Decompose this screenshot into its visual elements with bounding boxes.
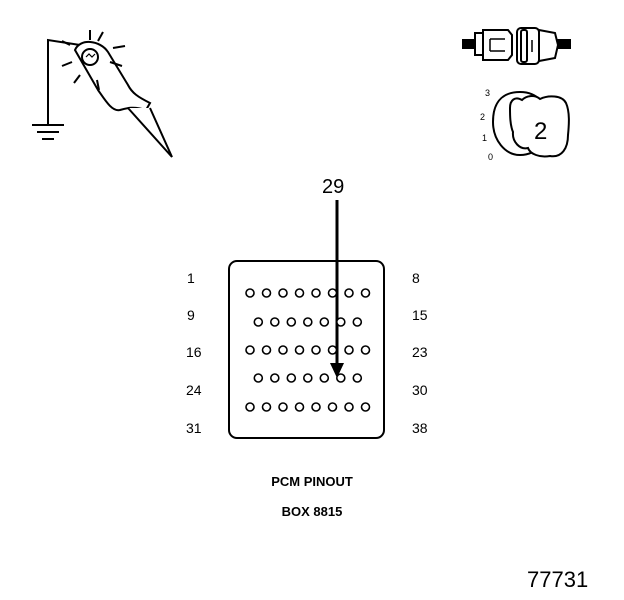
caption-title: PCM PINOUT bbox=[271, 474, 353, 489]
ignition-key-icon: 3 2 1 0 2 bbox=[480, 88, 570, 162]
pin-hole bbox=[311, 288, 321, 298]
pin-hole bbox=[261, 288, 272, 298]
callout-pin-number: 29 bbox=[322, 176, 344, 198]
pin-labels-left: 1 9 16 24 31 bbox=[186, 270, 202, 436]
pin-hole bbox=[269, 317, 280, 327]
pin-hole bbox=[253, 373, 264, 383]
connector-disconnect-icon bbox=[462, 27, 571, 65]
pin-label: 38 bbox=[412, 420, 428, 436]
pin-hole bbox=[302, 373, 313, 383]
pin-hole bbox=[294, 345, 305, 355]
pin-label: 8 bbox=[412, 270, 420, 286]
pin-label: 16 bbox=[186, 344, 202, 360]
ignition-position-1: 1 bbox=[482, 133, 487, 143]
pin-hole bbox=[286, 317, 297, 327]
ignition-position-3: 3 bbox=[485, 88, 490, 98]
pin-hole bbox=[319, 373, 330, 383]
pin-label: 24 bbox=[186, 382, 202, 398]
ignition-position-0: 0 bbox=[488, 152, 493, 162]
pin-hole bbox=[278, 402, 288, 412]
pin-label: 9 bbox=[187, 307, 195, 323]
pin-hole bbox=[286, 373, 297, 383]
pin-label: 30 bbox=[412, 382, 428, 398]
pin-label: 15 bbox=[412, 307, 428, 323]
pin-label: 23 bbox=[412, 344, 428, 360]
ignition-position-2: 2 bbox=[480, 112, 485, 122]
pin-hole bbox=[245, 288, 255, 298]
figure-number: 77731 bbox=[527, 567, 588, 592]
callout-arrow-head bbox=[330, 363, 344, 378]
pin-hole bbox=[302, 317, 313, 327]
pin-hole bbox=[311, 345, 321, 355]
pin-hole bbox=[261, 345, 272, 355]
pin-hole bbox=[311, 402, 321, 412]
pin-label: 1 bbox=[187, 270, 195, 286]
pin-hole bbox=[294, 288, 305, 298]
pin-hole bbox=[344, 402, 354, 412]
pin-hole bbox=[278, 288, 288, 298]
pin-hole bbox=[360, 402, 371, 412]
pin-hole bbox=[352, 317, 363, 327]
pin-hole bbox=[360, 288, 371, 298]
pin-hole bbox=[360, 345, 371, 355]
pin-hole bbox=[269, 373, 280, 383]
ignition-selected-position: 2 bbox=[534, 118, 547, 145]
pin-hole bbox=[261, 402, 272, 412]
pin-labels-right: 8 15 23 30 38 bbox=[412, 270, 428, 436]
pin-label: 31 bbox=[186, 420, 202, 436]
pin-hole bbox=[245, 345, 255, 355]
pin-grid bbox=[245, 288, 371, 412]
pin-hole bbox=[294, 402, 305, 412]
pin-hole bbox=[327, 288, 338, 298]
pin-hole bbox=[245, 402, 255, 412]
pin-hole bbox=[327, 402, 338, 412]
test-lamp-probe-icon bbox=[32, 30, 173, 158]
pin-hole bbox=[335, 373, 346, 383]
pin-hole bbox=[344, 288, 354, 298]
pin-hole bbox=[352, 373, 363, 383]
pin-hole bbox=[278, 345, 288, 355]
pin-hole bbox=[253, 317, 264, 327]
caption-subtitle: BOX 8815 bbox=[282, 504, 343, 519]
pin-hole bbox=[344, 345, 354, 355]
pin-hole bbox=[335, 317, 346, 327]
pin-hole bbox=[319, 317, 330, 327]
pcm-connector-body bbox=[228, 260, 385, 439]
pin-hole bbox=[327, 345, 338, 355]
